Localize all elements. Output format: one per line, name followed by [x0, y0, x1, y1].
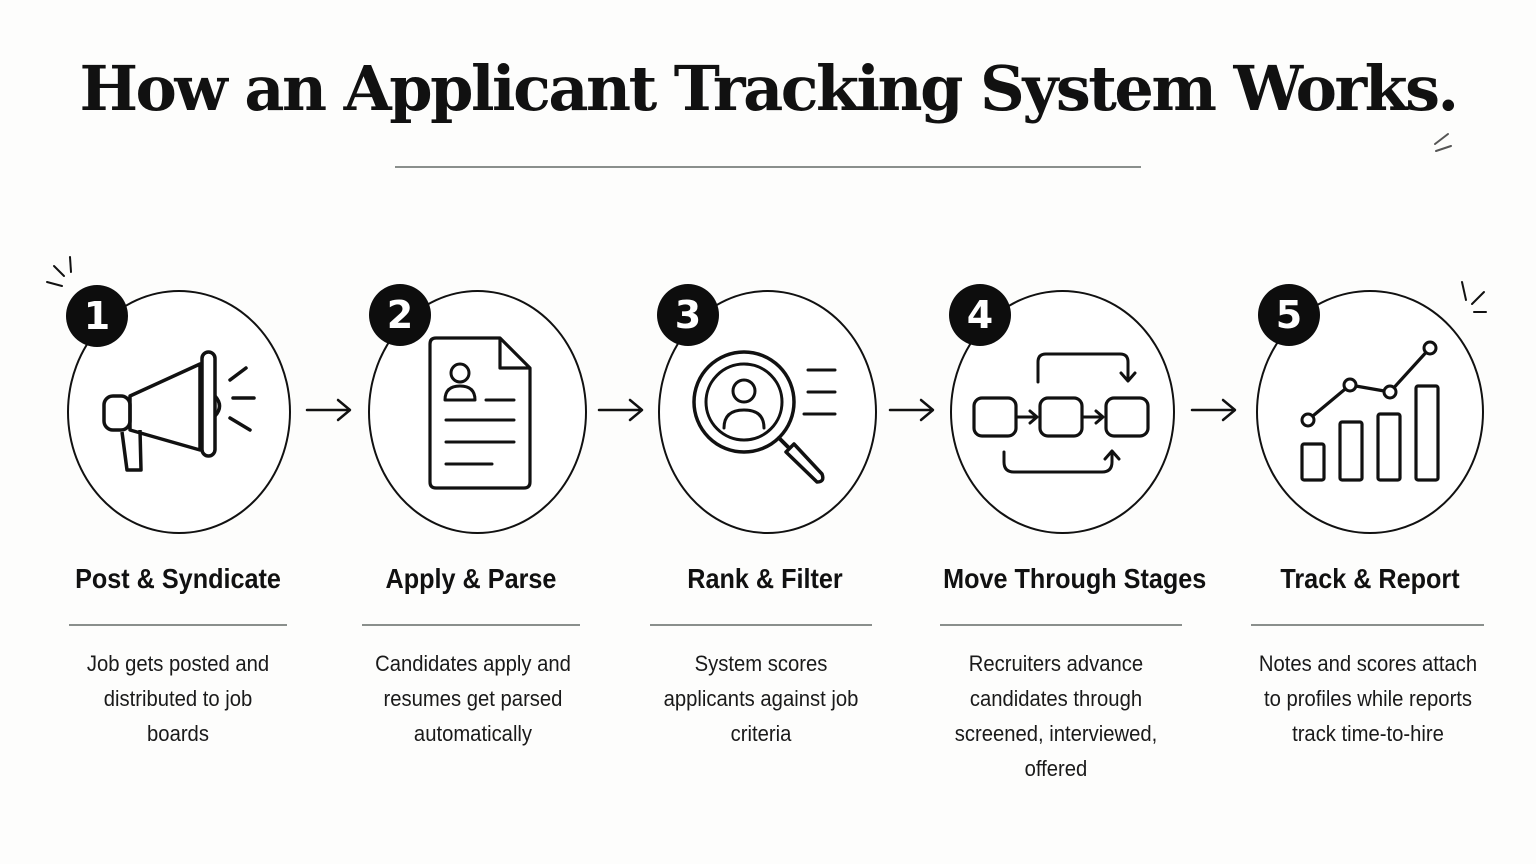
step-1-divider	[69, 624, 287, 626]
step-5-title: Track & Report	[1280, 563, 1460, 594]
flow-arrow-icon	[888, 398, 935, 422]
resume-document-icon	[428, 336, 532, 490]
step-1-title: Post & Syndicate	[75, 563, 281, 594]
step-3-description: System scores applicants against job cri…	[663, 651, 859, 746]
step-4-divider	[940, 624, 1182, 626]
step-1-description: Job gets posted and distributed to job b…	[86, 651, 270, 746]
step-2-title: Apply & Parse	[385, 563, 557, 594]
title-divider	[395, 166, 1141, 168]
step-3-divider	[650, 624, 872, 626]
step-5-divider	[1251, 624, 1484, 626]
step-4-number-badge: 4	[949, 284, 1011, 346]
step-3-title: Rank & Filter	[687, 563, 843, 594]
workflow-stages-icon	[972, 352, 1150, 474]
step-2-description: Candidates apply and resumes get parsed …	[375, 651, 571, 746]
accent-spark-icon	[1434, 133, 1452, 152]
flow-arrow-icon	[305, 398, 352, 422]
step-2-divider	[362, 624, 580, 626]
accent-spark-icon	[1461, 281, 1487, 313]
step-4-description: Recruiters advance candidates through sc…	[954, 651, 1158, 781]
step-5-description: Notes and scores attach to profiles whil…	[1258, 651, 1478, 746]
step-1-number-badge: 1	[66, 285, 128, 347]
growth-chart-icon	[1300, 340, 1440, 482]
flow-arrow-icon	[1190, 398, 1237, 422]
page-title: How an Applicant Tracking System Works.	[79, 52, 1459, 125]
step-3-number-badge: 3	[657, 284, 719, 346]
step-2-circle	[368, 290, 587, 534]
step-2-number-badge: 2	[369, 284, 431, 346]
flow-arrow-icon	[597, 398, 644, 422]
step-5-number-badge: 5	[1258, 284, 1320, 346]
step-4-title: Move Through Stages	[943, 563, 1207, 594]
megaphone-icon	[102, 350, 256, 472]
accent-spark-icon	[46, 256, 72, 287]
candidate-search-icon	[692, 350, 837, 484]
